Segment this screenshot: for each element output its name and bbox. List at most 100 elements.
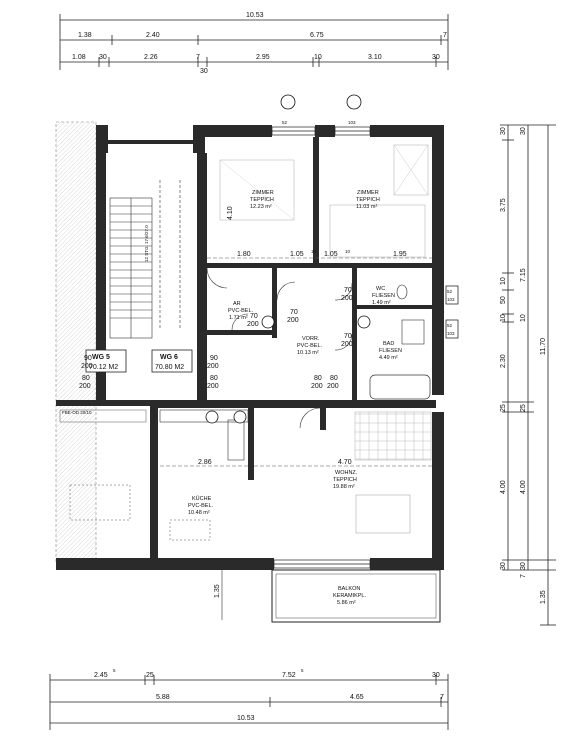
zimmer1-area: 12.23 m² (250, 204, 272, 210)
idim-4: 1.05 (324, 251, 338, 258)
zimmer1-floor: TEPPICH (250, 197, 274, 203)
dim-right-9: 30 (500, 562, 507, 570)
wohn-floor: TEPPICH (333, 477, 357, 483)
right-dimension-chain (500, 124, 556, 626)
marker-3: 52 (447, 323, 453, 328)
dim-right-2: 3.75 (500, 198, 507, 212)
room-zimmer-1: ZIMMER TEPPICH 12.23 m² (219, 159, 295, 221)
ar-name: AR (233, 301, 241, 307)
wohn-name: WOHNZ. (335, 470, 358, 476)
dim-right-8: 4.00 (500, 480, 507, 494)
door-label-1: 70 (290, 309, 298, 316)
top-dimension-chain (59, 14, 449, 70)
ar-floor: PVC-BEL. (228, 308, 254, 314)
kueche-floor: PVC-BEL. (188, 503, 214, 509)
door-label-10: 200 (81, 363, 93, 370)
door-label-13: 80 (330, 375, 338, 382)
wg6-area: 70.80 M2 (155, 364, 184, 371)
idim-10: 1.35 (214, 584, 221, 598)
unit-wg5: WG 5 70.12 M2 (85, 349, 127, 373)
dim-bot-1: 2.45 (94, 672, 108, 679)
door-label-6: 200 (341, 295, 353, 302)
door-label-19: 80 (82, 375, 90, 382)
door-label-4: 200 (247, 321, 259, 328)
dim-right-c2-5: 4.00 (520, 480, 527, 494)
door-label-11: 90 (210, 355, 218, 362)
door-label-20: 200 (79, 383, 91, 390)
balkon-floor: KERAMIKPL. (333, 593, 366, 599)
dim-top-r3-3: 2.26 (144, 54, 158, 61)
wc-name: WC (376, 286, 385, 292)
marker-2: 103 (447, 297, 455, 302)
dim-bot-2: 25 (146, 672, 154, 679)
bad-name: BAD (383, 341, 394, 347)
marker-4: 103 (447, 331, 455, 336)
zimmer2-name: ZIMMER (357, 190, 379, 196)
kueche-name: KÜCHE (192, 495, 212, 502)
dim-bot-total: 10.53 (237, 715, 255, 722)
idim-6: 1.95 (393, 251, 407, 258)
vorr-area: 10.13 m² (297, 350, 319, 356)
dim-right-4: 50 (500, 296, 507, 304)
room-vorraum: VORR. PVC-BEL. 10.13 m² (297, 336, 323, 356)
balkon-area: 5.86 m² (337, 600, 356, 606)
windows (271, 126, 371, 569)
idim-2: 1.05 (290, 251, 304, 258)
dim-bot-r2-2: 4.65 (350, 694, 364, 701)
wc-floor: FLIESEN (372, 293, 395, 299)
room-wohnzimmer: WOHNZ. TEPPICH 19.88 m² (333, 411, 432, 534)
interior-dims: 1.80 1.05 10 1.05 10 1.95 4.10 2.86 4.70… (160, 206, 432, 620)
stair-label: 12 STG. 17.6/27.0 (144, 225, 149, 262)
room-ar: AR PVC-BEL. 1.71 m² (228, 301, 254, 321)
door-swings (206, 267, 353, 429)
riser-markers: 52 103 52 103 52 103 (282, 120, 459, 339)
door-label-2: 200 (287, 317, 299, 324)
dim-right-c2-1: 30 (520, 127, 527, 135)
staircase (109, 180, 181, 339)
marker-6: 103 (348, 120, 356, 125)
dim-bot-r2-3: 7 (440, 694, 444, 701)
dim-top-r3-5: 30 (200, 68, 208, 75)
unit-wg6: WG 6 70.80 M2 (151, 349, 193, 373)
idim-3: 10 (311, 249, 317, 254)
balkon-name: BALKON (338, 586, 360, 592)
door-label-8: 200 (341, 341, 353, 348)
dim-bot-4: 30 (432, 672, 440, 679)
marker-1: 52 (447, 289, 453, 294)
wc-area: 1.49 m² (372, 300, 391, 306)
zimmer2-floor: TEPPICH (356, 197, 380, 203)
dim-right-c2-6: 30 (520, 562, 527, 570)
dim-top-4: 7 (443, 32, 447, 39)
dim-right-c2-7: 7 (520, 574, 527, 578)
door-label-14: 200 (327, 383, 339, 390)
dim-right-bottom: 1.35 (540, 590, 547, 604)
door-label-16: 200 (311, 383, 323, 390)
bad-area: 4.49 m² (379, 355, 398, 361)
dim-top-r3-4: 7 (196, 54, 200, 61)
outer-walls (56, 125, 444, 570)
door-label-18: 200 (207, 383, 219, 390)
bottom-dimension-chain (49, 674, 449, 730)
vorr-floor: PVC-BEL. (297, 343, 323, 349)
door-labels: 70 200 70 200 70 200 70 200 90 200 90 20… (79, 287, 353, 390)
zimmer1-name: ZIMMER (252, 190, 274, 196)
dim-top-1: 1.38 (78, 32, 92, 39)
door-label-15: 80 (314, 375, 322, 382)
dim-top-r3-6: 2.95 (256, 54, 270, 61)
kueche-area: 10.48 m² (188, 510, 210, 516)
room-balkon: BALKON KERAMIKPL. 5.86 m² (271, 569, 441, 623)
room-kueche: KÜCHE PVC-BEL. 10.48 m² (159, 409, 249, 541)
dim-top-3: 6.75 (310, 32, 324, 39)
wg5-label: WG 5 (92, 354, 110, 361)
door-label-12: 200 (207, 363, 219, 370)
dim-bot-1s: 5 (113, 668, 116, 673)
wg5-area: 70.12 M2 (89, 364, 118, 371)
dim-bot-r2-1: 5.88 (156, 694, 170, 701)
door-label-7: 70 (344, 333, 352, 340)
door-label-9: 90 (84, 355, 92, 362)
room-zimmer-2: ZIMMER TEPPICH 11.03 m² (329, 144, 429, 258)
dim-right-total: 11.70 (540, 338, 547, 355)
interior-walls (96, 137, 436, 558)
section-markers (205, 94, 371, 424)
door-label-17: 80 (210, 375, 218, 382)
